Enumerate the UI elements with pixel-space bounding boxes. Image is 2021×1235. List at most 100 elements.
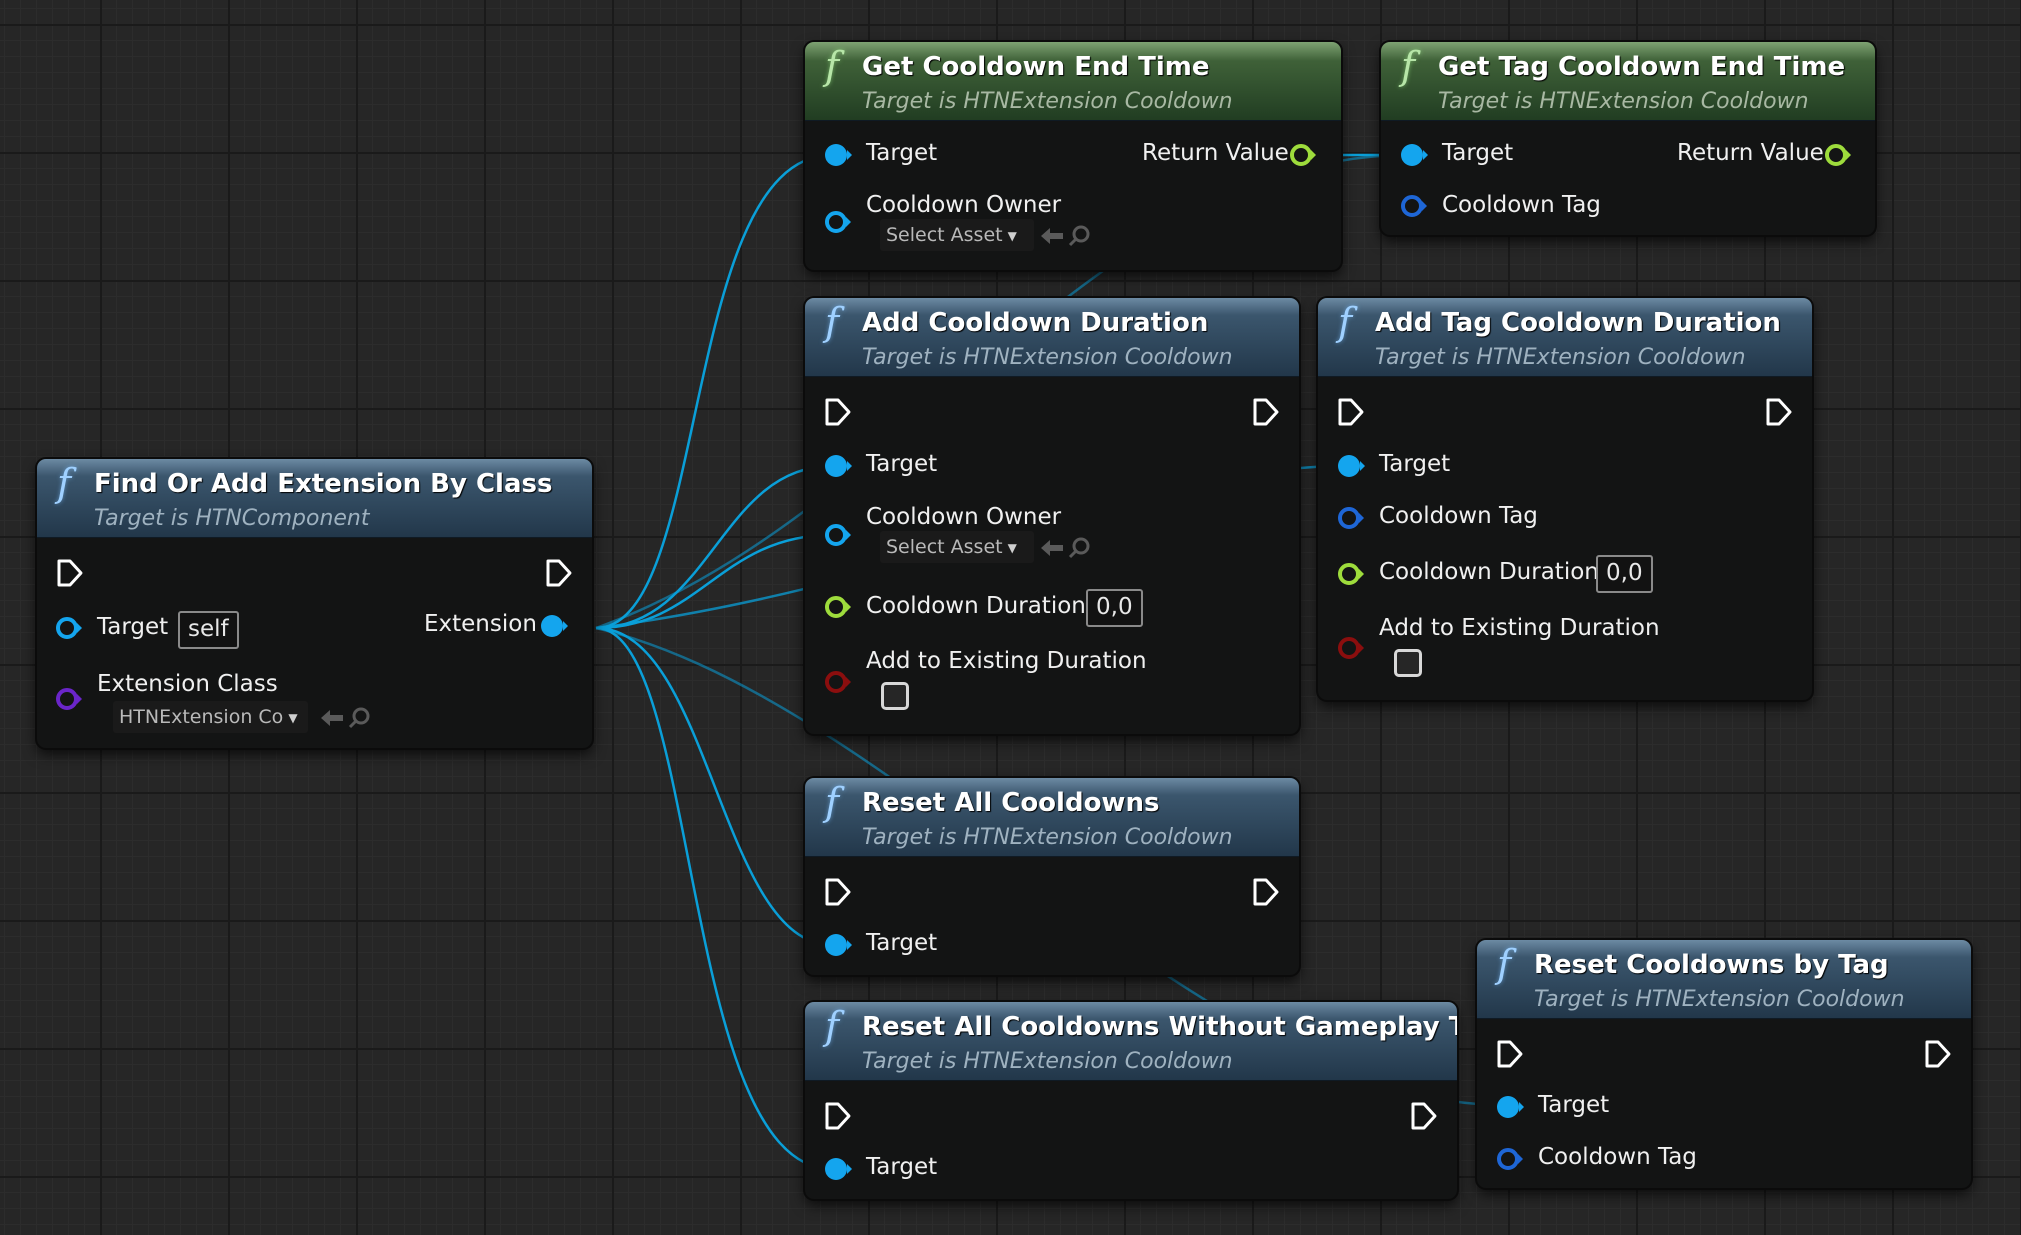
function-icon: f [825,44,840,88]
exec-out-pin-icon[interactable] [1924,1039,1952,1069]
add-existing-label: Add to Existing Duration [866,648,1147,674]
exec-in-pin-icon[interactable] [824,1101,852,1131]
function-icon: f [825,1004,840,1048]
cooldown-owner-value: Select Asset [886,224,1003,246]
node-get-cooldown-end-time[interactable]: f Get Cooldown End Time Target is HTNExt… [805,42,1341,270]
cooldown-owner-value: Select Asset [886,536,1003,558]
cooldown-duration-pin-icon[interactable] [824,593,852,621]
cooldown-tag-pin-icon[interactable] [1496,1145,1524,1173]
target-label: Target [97,614,169,640]
target-self-field[interactable]: self [178,611,239,649]
target-pin-icon[interactable] [824,931,852,959]
node-get-tag-cooldown-end-time[interactable]: f Get Tag Cooldown End Time Target is HT… [1381,42,1875,235]
node-header[interactable]: f Reset All Cooldowns Without Gameplay T… [805,1002,1457,1081]
cooldown-tag-pin-icon[interactable] [1400,192,1428,220]
node-find-or-add-extension-by-class[interactable]: f Find Or Add Extension By Class Target … [37,459,592,748]
cooldown-duration-field[interactable]: 0,0 [1596,555,1653,593]
target-pin-icon[interactable] [824,141,852,169]
target-pin-icon[interactable] [1496,1093,1524,1121]
extension-class-pin-icon[interactable] [55,685,83,713]
cooldown-owner-pin-icon[interactable] [824,208,852,236]
function-icon: f [1401,44,1416,88]
node-add-tag-cooldown-duration[interactable]: f Add Tag Cooldown Duration Target is HT… [1318,298,1812,700]
node-subtitle: Target is HTNExtension Cooldown [862,825,1233,850]
browse-search-icon[interactable] [1066,224,1094,248]
use-selected-arrow-icon[interactable] [318,706,346,730]
node-title: Find Or Add Extension By Class [94,469,553,499]
node-header[interactable]: f Reset All Cooldowns Target is HTNExten… [805,778,1299,857]
exec-in-pin-icon[interactable] [1337,397,1365,427]
node-header[interactable]: f Get Cooldown End Time Target is HTNExt… [805,42,1341,121]
target-label: Target [1538,1092,1610,1118]
use-selected-arrow-icon[interactable] [1038,224,1066,248]
add-existing-pin-icon[interactable] [824,668,852,696]
wire-extension-to-reset-without-tag-target [595,626,833,1171]
cooldown-owner-dropdown[interactable]: Select Asset▼ [880,531,1034,563]
node-subtitle: Target is HTNExtension Cooldown [1375,345,1746,370]
node-subtitle: Target is HTNExtension Cooldown [1438,89,1809,114]
target-pin-icon[interactable] [1337,452,1365,480]
return-value-pin-icon[interactable] [1824,141,1852,169]
node-title: Get Cooldown End Time [862,52,1210,82]
node-title: Reset All Cooldowns Without Gameplay Tag [862,1012,1457,1042]
cooldown-owner-dropdown[interactable]: Select Asset▼ [880,219,1034,251]
return-value-label: Return Value [1142,140,1289,166]
exec-out-pin-icon[interactable] [545,558,573,588]
node-reset-all-cooldowns[interactable]: f Reset All Cooldowns Target is HTNExten… [805,778,1299,975]
add-existing-label: Add to Existing Duration [1379,615,1660,641]
target-pin-icon[interactable] [824,452,852,480]
target-label: Target [866,930,938,956]
node-header[interactable]: f Add Cooldown Duration Target is HTNExt… [805,298,1299,377]
node-reset-cooldowns-by-tag[interactable]: f Reset Cooldowns by Tag Target is HTNEx… [1477,940,1971,1188]
wire-extension-to-add-cooldown-target [595,464,833,630]
add-existing-checkbox[interactable] [1394,649,1422,677]
node-subtitle: Target is HTNExtension Cooldown [862,345,1233,370]
function-icon: f [1497,942,1512,986]
cooldown-owner-label: Cooldown Owner [866,192,1062,218]
browse-search-icon[interactable] [346,706,374,730]
add-existing-checkbox[interactable] [881,682,909,710]
node-header[interactable]: f Get Tag Cooldown End Time Target is HT… [1381,42,1875,121]
node-header[interactable]: f Add Tag Cooldown Duration Target is HT… [1318,298,1812,377]
node-subtitle: Target is HTNExtension Cooldown [862,1049,1233,1074]
exec-out-pin-icon[interactable] [1765,397,1793,427]
exec-in-pin-icon[interactable] [56,558,84,588]
exec-out-pin-icon[interactable] [1252,877,1280,907]
target-label: Target [1379,451,1451,477]
node-add-cooldown-duration[interactable]: f Add Cooldown Duration Target is HTNExt… [805,298,1299,734]
node-header[interactable]: f Reset Cooldowns by Tag Target is HTNEx… [1477,940,1971,1019]
node-header[interactable]: f Find Or Add Extension By Class Target … [37,459,592,538]
extension-class-dropdown[interactable]: HTNExtension Co▼ [113,701,308,733]
cooldown-duration-pin-icon[interactable] [1337,560,1365,588]
extension-class-label: Extension Class [97,671,278,697]
cooldown-owner-pin-icon[interactable] [824,521,852,549]
cooldown-owner-label: Cooldown Owner [866,504,1062,530]
exec-out-pin-icon[interactable] [1252,397,1280,427]
node-reset-all-cooldowns-without-gameplay-tag[interactable]: f Reset All Cooldowns Without Gameplay T… [805,1002,1457,1199]
node-title: Get Tag Cooldown End Time [1438,52,1846,82]
exec-in-pin-icon[interactable] [824,877,852,907]
node-title: Add Cooldown Duration [862,308,1209,338]
cooldown-tag-pin-icon[interactable] [1337,504,1365,532]
return-value-pin-icon[interactable] [1289,141,1317,169]
use-selected-arrow-icon[interactable] [1038,536,1066,560]
exec-in-pin-icon[interactable] [1496,1039,1524,1069]
wire-extension-to-reset-all-target [595,626,833,947]
extension-pin-icon[interactable] [540,612,568,640]
target-label: Target [866,451,938,477]
exec-out-pin-icon[interactable] [1410,1101,1438,1131]
add-existing-pin-icon[interactable] [1337,634,1365,662]
wire-extension-to-get-cooldown-target [595,153,833,630]
cooldown-duration-field[interactable]: 0,0 [1086,589,1143,627]
target-pin-icon[interactable] [824,1155,852,1183]
target-pin-icon[interactable] [55,614,83,642]
node-subtitle: Target is HTNComponent [94,506,370,531]
wire-extension-to-add-cooldown-owner [595,533,833,630]
cooldown-duration-label: Cooldown Duration [866,593,1086,619]
target-label: Target [866,140,938,166]
target-pin-icon[interactable] [1400,141,1428,169]
exec-in-pin-icon[interactable] [824,397,852,427]
node-title: Add Tag Cooldown Duration [1375,308,1781,338]
browse-search-icon[interactable] [1066,536,1094,560]
extension-class-value: HTNExtension Co [119,706,284,728]
